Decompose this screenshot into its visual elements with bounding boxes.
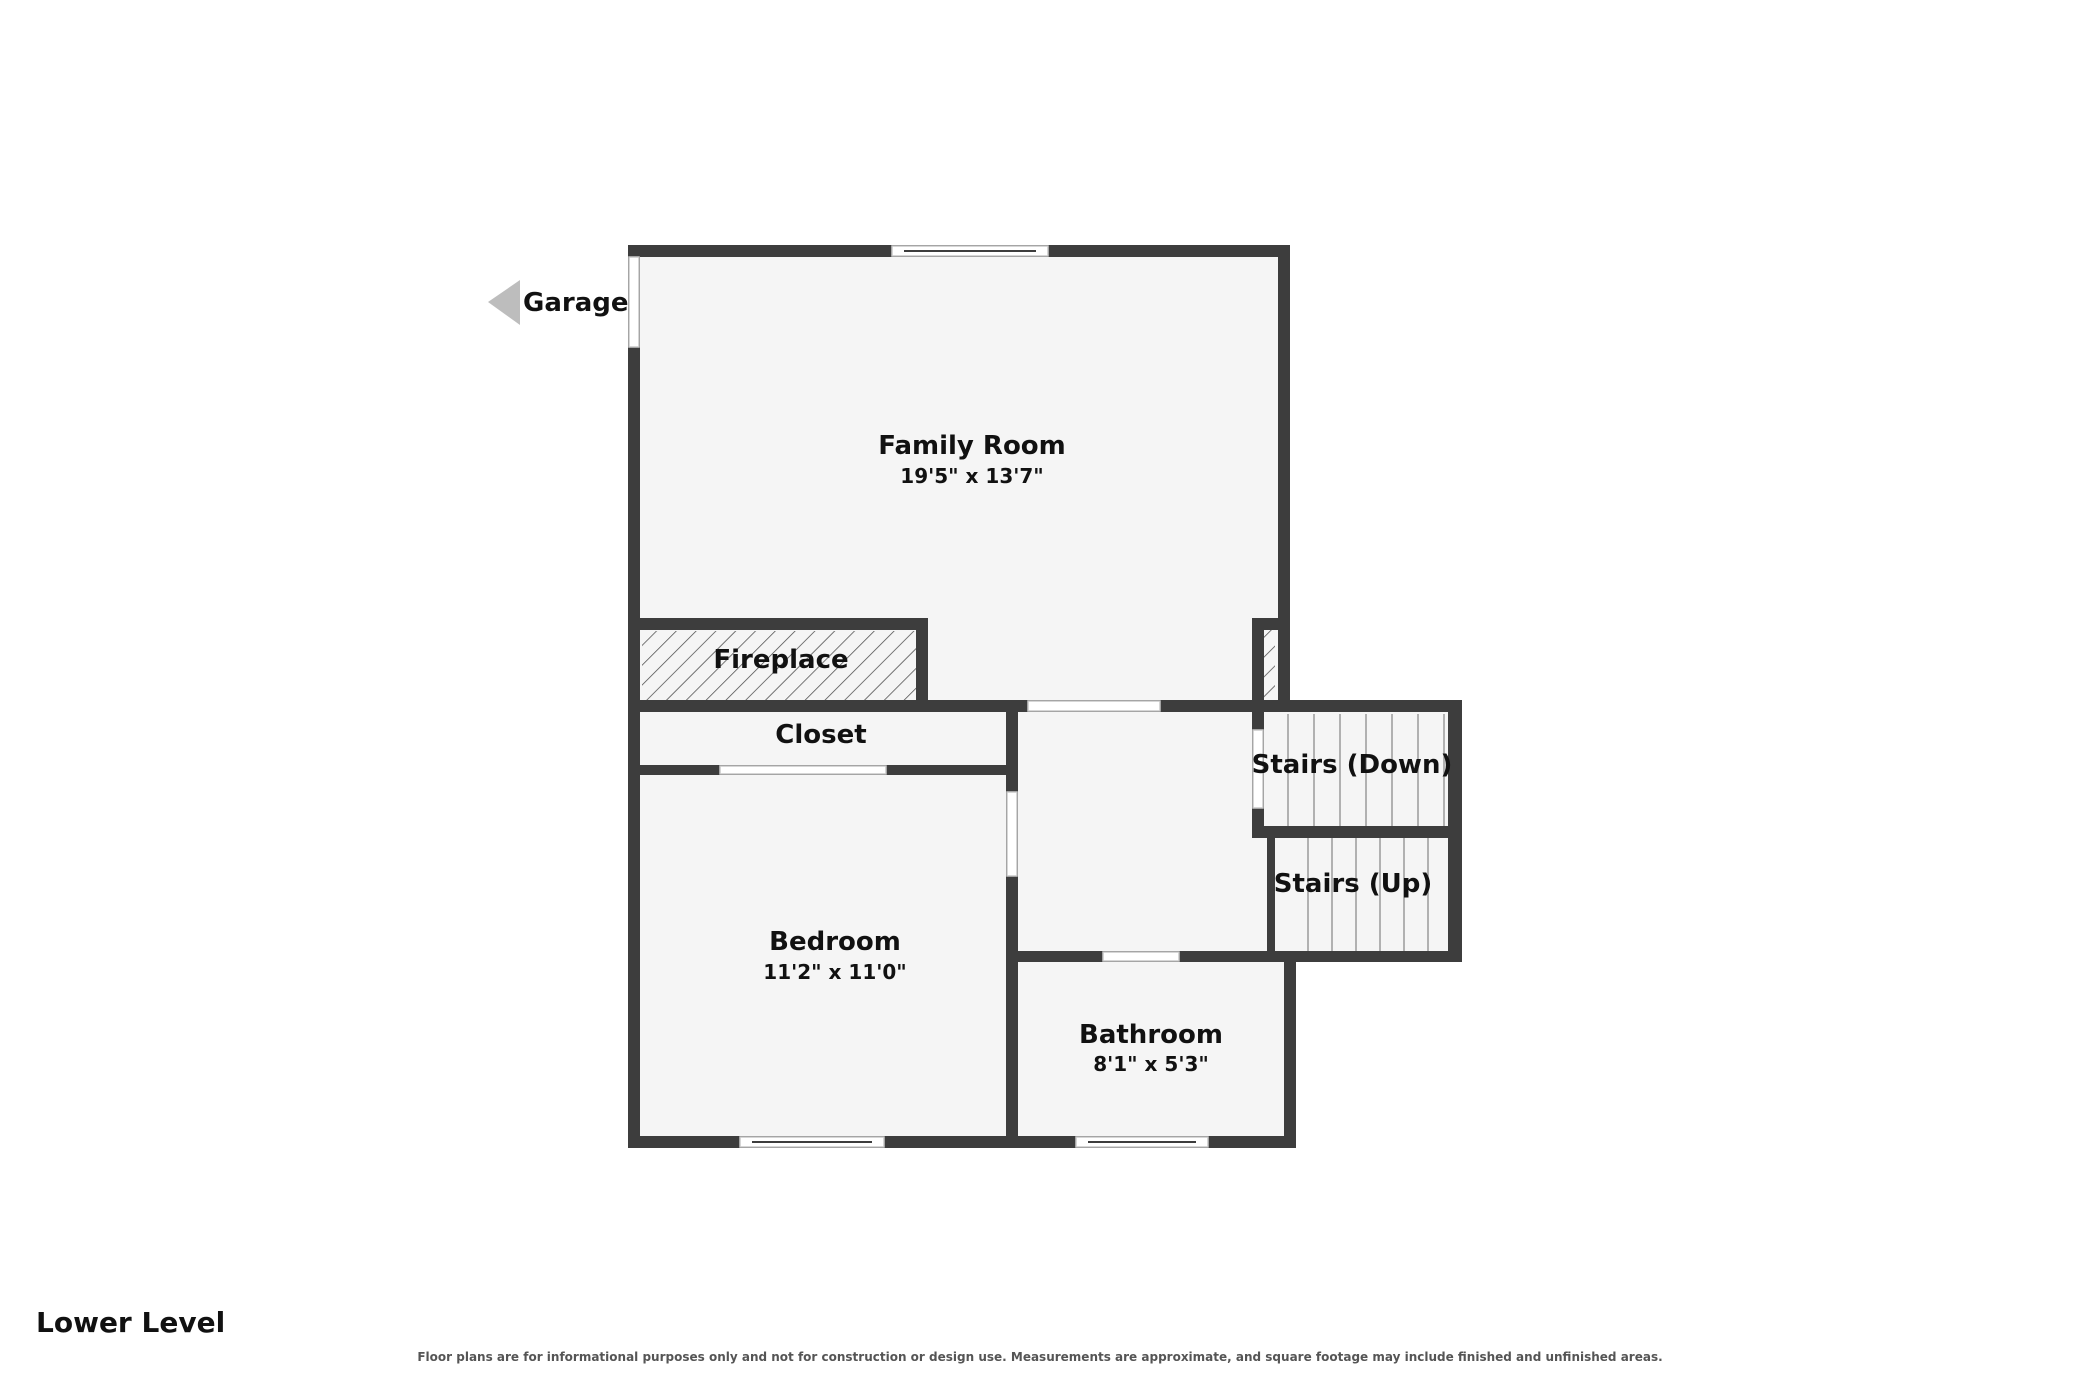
stairs-up-treads [1307, 838, 1429, 952]
fireplace-name: Fireplace [713, 645, 848, 675]
stairs-down-floor [1256, 708, 1458, 832]
level-title: Lower Level [36, 1306, 226, 1339]
stairs-up-name: Stairs (Up) [1274, 869, 1432, 899]
chimney-hatch [1264, 630, 1275, 702]
family-room-dims: 19'5" x 13'7" [900, 464, 1043, 488]
closet-name: Closet [775, 720, 866, 750]
bathroom-dims: 8'1" x 5'3" [1093, 1052, 1209, 1076]
stairs-down-name: Stairs (Down) [1252, 750, 1453, 780]
bedroom-floor [632, 774, 1012, 1142]
bedroom-dims: 11'2" x 11'0" [763, 960, 906, 984]
windows [739, 245, 1209, 1148]
closet-floor [632, 708, 1012, 774]
garage-arrow-icon[interactable] [488, 280, 520, 325]
family-room-name: Family Room [878, 431, 1066, 461]
door-openings [628, 256, 1264, 962]
bedroom-name: Bedroom [769, 927, 901, 957]
fireplace-hatch [642, 631, 916, 702]
hallway-floor [1012, 708, 1274, 958]
bathroom-floor [1012, 958, 1292, 1142]
garage-label[interactable]: Garage [523, 288, 629, 318]
disclaimer: Floor plans are for informational purpos… [417, 1350, 1663, 1364]
bathroom-name: Bathroom [1079, 1020, 1223, 1050]
stairs-down-treads [1287, 714, 1445, 826]
